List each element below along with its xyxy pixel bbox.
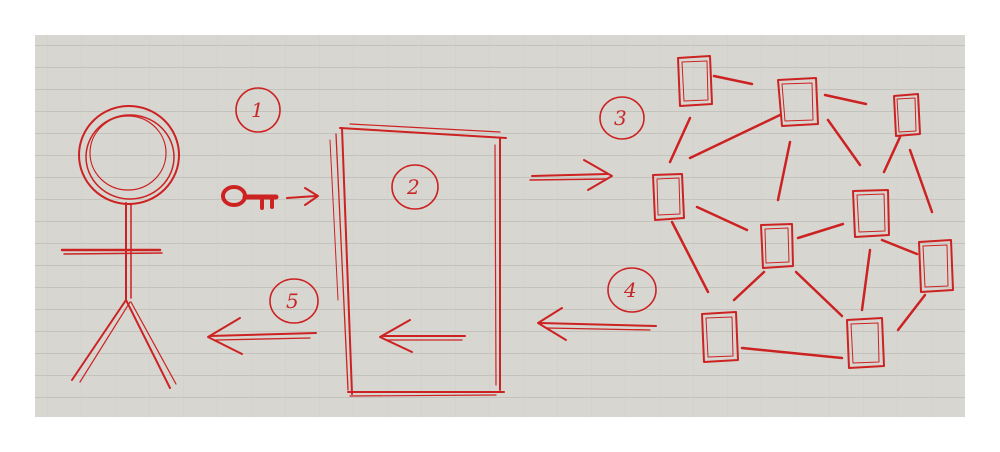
paper-grid-line: [149, 35, 150, 417]
paper-grid-line: [217, 35, 218, 417]
network-node: [677, 55, 713, 107]
arrow-from-network: [537, 307, 657, 341]
paper-grid-line: [285, 35, 286, 417]
step-4-badge: 4: [607, 267, 657, 313]
paper-grid-line: [319, 35, 320, 417]
paper-rule-line: [35, 111, 965, 112]
step-3-badge: 3: [599, 96, 645, 140]
network-node: [701, 311, 739, 363]
network-nodes: [652, 55, 954, 369]
arrow-to-network: [529, 159, 613, 191]
paper-grid-line: [897, 35, 898, 417]
door-box: [329, 123, 507, 397]
paper-grid-line: [625, 35, 626, 417]
network-node: [652, 173, 685, 221]
paper-grid-line: [455, 35, 456, 417]
paper-rule-line: [35, 67, 965, 68]
paper-grid-line: [727, 35, 728, 417]
arrow-inside-door: [379, 319, 466, 353]
paper-grid-line: [489, 35, 490, 417]
step-4-label: 4: [623, 278, 637, 302]
paper-rule-line: [35, 397, 965, 398]
step-1-label: 1: [251, 98, 264, 122]
network-node: [777, 77, 819, 127]
paper-grid-line: [115, 35, 116, 417]
paper-grid-line: [591, 35, 592, 417]
paper-grid-line: [693, 35, 694, 417]
paper-grid-line: [795, 35, 796, 417]
step-2-label: 2: [406, 175, 420, 199]
paper-grid-line: [47, 35, 48, 417]
step-5-label: 5: [286, 289, 299, 313]
paper-grid-line: [251, 35, 252, 417]
network-node: [893, 93, 921, 137]
step-2-badge: 2: [391, 164, 439, 210]
step-3-label: 3: [614, 106, 627, 130]
network-edges: [668, 74, 934, 360]
paper-grid-line: [829, 35, 830, 417]
network-node: [852, 189, 890, 238]
paper-grid-line: [183, 35, 184, 417]
paper-grid-line: [81, 35, 82, 417]
arrow-to-user: [207, 317, 317, 355]
network-node: [918, 239, 954, 293]
paper-rule-line: [35, 89, 965, 90]
network-node: [846, 317, 885, 369]
paper-rule-line: [35, 133, 965, 134]
paper-grid-line: [863, 35, 864, 417]
paper-grid-line: [931, 35, 932, 417]
network-graph: [652, 55, 954, 369]
paper-grid-line: [523, 35, 524, 417]
paper-grid-line: [387, 35, 388, 417]
paper-grid-line: [557, 35, 558, 417]
paper-grid-line: [421, 35, 422, 417]
paper-grid-line: [659, 35, 660, 417]
step-5-badge: 5: [269, 278, 319, 324]
step-1-badge: 1: [235, 87, 281, 133]
paper-rule-line: [35, 45, 965, 46]
paper-grid-line: [353, 35, 354, 417]
network-node: [760, 223, 794, 269]
key-icon: [221, 185, 319, 210]
stick-figure-user: [60, 105, 180, 389]
